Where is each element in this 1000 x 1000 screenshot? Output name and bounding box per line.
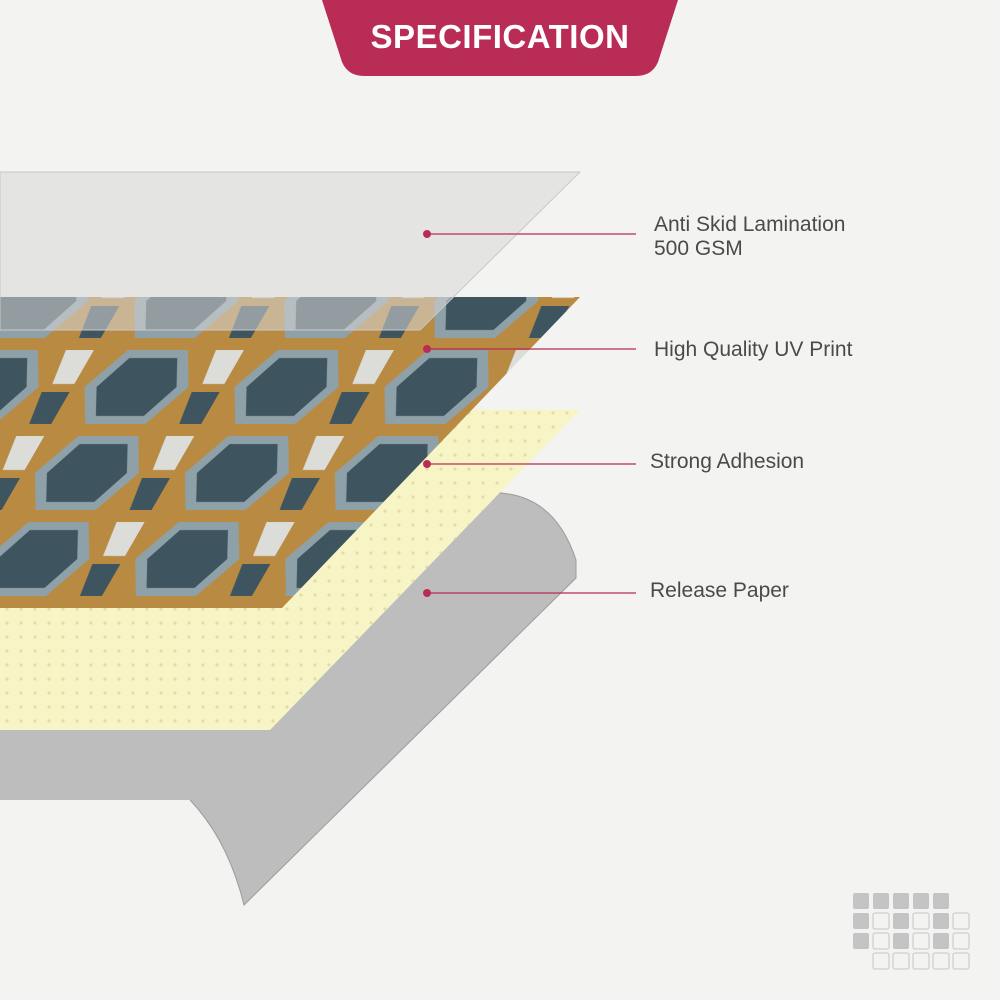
logo-cell <box>952 952 970 970</box>
logo-cell <box>933 933 949 949</box>
callout-dot <box>423 345 431 353</box>
label-line: 500 GSM <box>654 237 743 260</box>
label-adhesion: Strong Adhesion <box>650 450 805 473</box>
logo-cell <box>932 952 950 970</box>
logo-cell <box>873 893 889 909</box>
logo-cell <box>893 933 909 949</box>
logo-cell <box>872 912 890 930</box>
logo-cell <box>893 893 909 909</box>
logo-cell <box>952 912 970 930</box>
callout-dot <box>423 460 431 468</box>
logo-cell <box>853 933 869 949</box>
label-uv-print: High Quality UV Print <box>654 338 853 361</box>
logo-cell <box>913 893 929 909</box>
logo-cell <box>872 952 890 970</box>
label-line: Anti Skid Lamination <box>654 213 846 236</box>
logo-cell <box>893 913 909 929</box>
logo-cell <box>853 893 869 909</box>
header-banner <box>322 0 678 76</box>
logo-cell <box>912 912 930 930</box>
logo-cell <box>912 952 930 970</box>
lamination-layer <box>0 171 582 331</box>
label-release-paper: Release Paper <box>650 579 789 602</box>
logo-cell <box>933 893 949 909</box>
logo-cell <box>872 932 890 950</box>
page-title: SPECIFICATION <box>370 18 630 55</box>
logo-cell <box>952 932 970 950</box>
logo-cell <box>892 952 910 970</box>
logo-cell <box>933 913 949 929</box>
logo-cell <box>912 932 930 950</box>
label-lamination: Anti Skid Lamination 500 GSM <box>654 213 845 261</box>
callout-dot <box>423 230 431 238</box>
grid-logo-icon <box>853 893 970 970</box>
callout-dot <box>423 589 431 597</box>
logo-cell <box>853 913 869 929</box>
